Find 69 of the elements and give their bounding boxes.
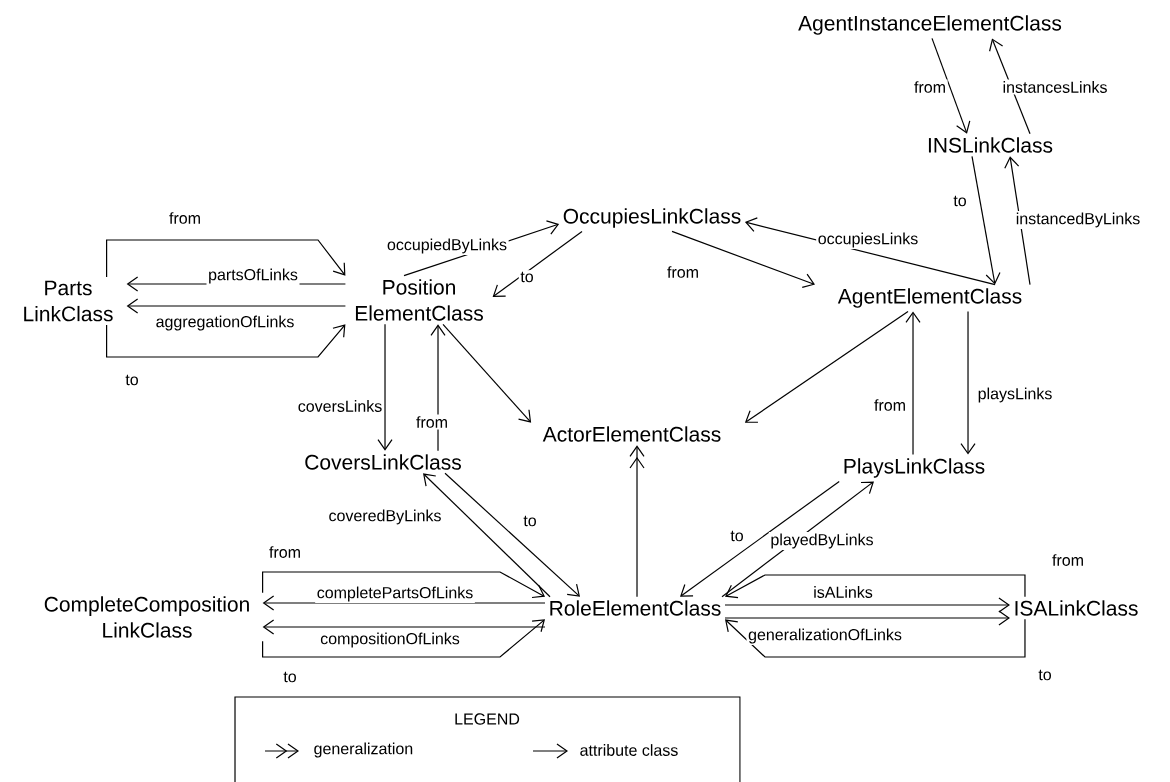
- edge-label: instancedByLinks: [1014, 210, 1142, 230]
- class-name: AgentInstanceElementClass: [798, 15, 1062, 35]
- arrow: [724, 610, 1010, 626]
- arrow: [971, 155, 1001, 285]
- edge-label: from: [167, 210, 203, 226]
- legend-item: generalization: [264, 742, 413, 759]
- arrow: [126, 298, 346, 314]
- edge-label: to: [1036, 668, 1054, 682]
- arrow: [377, 323, 393, 451]
- edge-label: occupiedByLinks: [385, 236, 509, 256]
- arrow: [492, 230, 583, 297]
- arrow: [989, 38, 1031, 135]
- edge-label: playsLinks: [976, 385, 1054, 405]
- class-name: INSLinkClass: [928, 137, 1053, 153]
- class-name: PlaysLinkClass: [844, 458, 985, 478]
- edge-label: from: [912, 79, 948, 95]
- edge-label: to: [518, 270, 536, 284]
- legend-item: attribute class: [532, 743, 678, 759]
- class-name: Position ElementClass: [355, 279, 483, 321]
- class-name: ActorElementClass: [542, 426, 721, 442]
- arrow: [423, 473, 551, 598]
- arrow: [724, 574, 1026, 599]
- arrow: [680, 480, 840, 597]
- edge-label: from: [414, 414, 450, 430]
- arrow: [629, 445, 645, 598]
- arrow: [442, 323, 532, 423]
- class-name: Parts LinkClass: [24, 280, 113, 322]
- edge-label: partsOfLinks: [206, 266, 300, 286]
- arrow: [725, 618, 1026, 658]
- arrow: [106, 239, 346, 278]
- class-name: AgentElementClass: [837, 288, 1022, 308]
- arrow: [1004, 156, 1031, 286]
- class-name: CompleteComposition LinkClass: [44, 596, 249, 638]
- arrow: [262, 619, 546, 635]
- edge-label: from: [267, 544, 303, 560]
- arrow: [744, 310, 909, 423]
- arrow: [262, 619, 546, 658]
- edge-label: isALinks: [811, 584, 875, 600]
- edge-label: to: [951, 194, 969, 208]
- arrow: [262, 595, 546, 611]
- arrow: [724, 597, 1010, 613]
- class-name: OccupiesLinkClass: [563, 208, 741, 228]
- arrow: [671, 230, 816, 288]
- arrow: [262, 571, 546, 599]
- edge-label: completePartsOfLinks: [315, 584, 475, 604]
- edge-label: to: [521, 514, 539, 528]
- edge-label: playedByLinks: [768, 531, 876, 551]
- edge-label: instancesLinks: [1000, 79, 1110, 95]
- edge-label: from: [1050, 552, 1086, 568]
- edge-label: from: [872, 397, 908, 413]
- edge-label: to: [728, 529, 746, 543]
- edge-label: occupiesLinks: [816, 230, 920, 250]
- arrow: [106, 324, 346, 358]
- edge-label: aggregationOfLinks: [154, 313, 296, 333]
- class-name: ISALinkClass: [1015, 600, 1138, 616]
- arrow: [931, 37, 971, 134]
- arrow: [444, 472, 580, 597]
- edge-label: coversLinks: [296, 398, 384, 414]
- class-name: RoleElementClass: [550, 600, 721, 616]
- class-name: CoversLinkClass: [305, 454, 461, 470]
- edge-label: to: [123, 373, 141, 387]
- edge-label: coveredByLinks: [326, 507, 444, 527]
- arrow: [905, 311, 921, 456]
- edge-label: compositionOfLinks: [318, 630, 462, 650]
- edge-label: to: [281, 670, 299, 684]
- edge-label: from: [665, 264, 701, 280]
- arrow: [960, 310, 976, 455]
- edge-label: generalizationOfLinks: [746, 626, 904, 646]
- arrow: [430, 324, 446, 452]
